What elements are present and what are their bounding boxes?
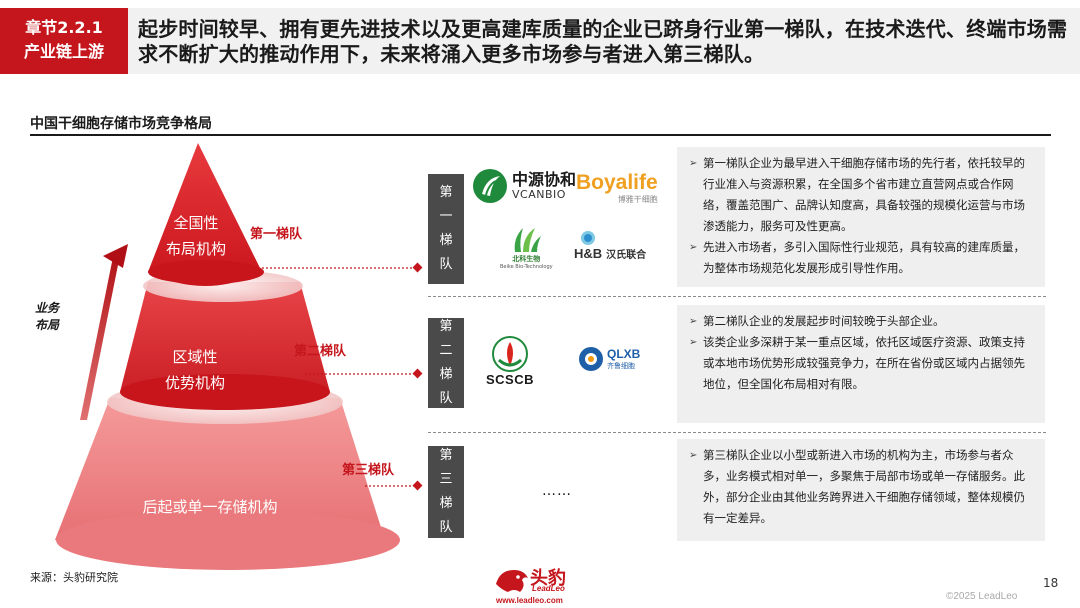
tier2-tag-char: 梯 xyxy=(428,363,464,387)
tier1-bullet-text: 先进入市场者，多引入国际性行业规范，具有较高的建库质量，为整体市场规范化发展形成… xyxy=(703,237,1035,279)
qlxb-name-cn: 齐鲁细胞 xyxy=(607,361,640,371)
qlxb-logo-icon xyxy=(578,346,604,372)
boyalife-name-en: Boyalife xyxy=(576,172,658,194)
vcanbio-logo: 中源协和 VCANBIO xyxy=(472,168,576,204)
tier2-bullet: ➢ 该类企业多深耕于某一重点区域，依托区域医疗资源、政策支持或本地市场优势形成较… xyxy=(689,332,1035,395)
tier1-tag-char: 一 xyxy=(428,205,464,229)
tier1-text: 全国性 布局机构 xyxy=(146,210,246,262)
scscb-logo: SCSCB xyxy=(486,336,534,387)
tier2-description: ➢ 第二梯队企业的发展起步时间较晚于头部企业。 ➢ 该类企业多深耕于某一重点区域… xyxy=(677,305,1045,423)
tier3-bullet-text: 第三梯队企业以小型或新进入市场的机构为主，市场参与者众多，业务模式相对单一，多聚… xyxy=(703,445,1035,529)
axis-label: 业务 布局 xyxy=(35,300,59,334)
tier3-tag-char: 队 xyxy=(428,516,464,540)
tier2-text-line2: 优势机构 xyxy=(145,370,245,396)
boyalife-name-cn: 博雅干细胞 xyxy=(618,194,658,205)
qlxb-name-en: QLXB xyxy=(607,347,640,361)
page-number: 18 xyxy=(1043,576,1058,590)
tier1-description: ➢ 第一梯队企业为最早进入干细胞存储市场的先行者，依托较早的行业准入与资源积累，… xyxy=(677,147,1045,287)
hb-name-cn: 汉氏联合 xyxy=(606,246,646,261)
tier3-tag-char: 第 xyxy=(428,444,464,468)
tier2-leader-dot xyxy=(413,369,423,379)
tier3-tag-char: 梯 xyxy=(428,492,464,516)
tier2-bullet-text: 该类企业多深耕于某一重点区域，依托区域医疗资源、政策支持或本地市场优势形成较强竞… xyxy=(703,332,1035,395)
vcanbio-name-cn: 中源协和 xyxy=(512,172,576,188)
scscb-logo-icon xyxy=(492,336,528,372)
tier2-bullet: ➢ 第二梯队企业的发展起步时间较晚于头部企业。 xyxy=(689,311,1035,332)
hb-logo-icon xyxy=(578,230,598,246)
beike-name-en: Beike Bio-Technology xyxy=(500,264,553,270)
vcanbio-name-en: VCANBIO xyxy=(512,188,576,201)
tier1-bullet: ➢ 先进入市场者，多引入国际性行业规范，具有较高的建库质量，为整体市场规范化发展… xyxy=(689,237,1035,279)
tier2-text: 区域性 优势机构 xyxy=(145,344,245,396)
tier3-tag-char: 三 xyxy=(428,468,464,492)
separator-2 xyxy=(428,432,1046,433)
more-companies-ellipsis: …… xyxy=(542,483,572,499)
qlxb-logo: QLXB 齐鲁细胞 xyxy=(578,346,640,372)
tier1-text-line2: 布局机构 xyxy=(146,236,246,262)
tier1-tag: 第 一 梯 队 xyxy=(428,174,464,284)
vcanbio-logo-icon xyxy=(472,168,508,204)
tier3-leader-dot xyxy=(413,481,423,491)
beike-logo-icon xyxy=(509,224,543,254)
beike-name-cn: 北科生物 xyxy=(512,254,540,264)
source-note: 来源：头豹研究院 xyxy=(30,569,118,585)
bullet-arrow-icon: ➢ xyxy=(689,332,703,395)
tier3-bullet: ➢ 第三梯队企业以小型或新进入市场的机构为主，市场参与者众多，业务模式相对单一，… xyxy=(689,445,1035,529)
tier2-label: 第二梯队 xyxy=(294,340,346,359)
axis-label-line2: 布局 xyxy=(35,317,59,334)
tier1-tag-char: 第 xyxy=(428,181,464,205)
brand-name-en: LeadLeo xyxy=(532,584,565,593)
tier2-tag-char: 二 xyxy=(428,339,464,363)
axis-label-line1: 业务 xyxy=(35,300,59,317)
tier1-bullet-text: 第一梯队企业为最早进入干细胞存储市场的先行者，依托较早的行业准入与资源积累，在全… xyxy=(703,153,1035,237)
bullet-arrow-icon: ➢ xyxy=(689,311,703,332)
copyright: ©2025 LeadLeo xyxy=(946,591,1017,602)
leopard-icon xyxy=(494,564,530,596)
tier3-description: ➢ 第三梯队企业以小型或新进入市场的机构为主，市场参与者众多，业务模式相对单一，… xyxy=(677,439,1045,541)
tier2-bullet-text: 第二梯队企业的发展起步时间较晚于头部企业。 xyxy=(703,311,945,332)
brand-url[interactable]: www.leadleo.com xyxy=(496,596,563,605)
scscb-name: SCSCB xyxy=(486,372,534,387)
tier3-tag: 第 三 梯 队 xyxy=(428,446,464,538)
bullet-arrow-icon: ➢ xyxy=(689,153,703,237)
tier1-tag-char: 队 xyxy=(428,253,464,277)
tier1-leader-dot xyxy=(413,263,423,273)
beike-logo: 北科生物 Beike Bio-Technology xyxy=(500,224,553,270)
hb-name-en: H&B xyxy=(574,246,602,261)
tier2-tag-char: 第 xyxy=(428,315,464,339)
tier1-label: 第一梯队 xyxy=(250,223,302,242)
separator-1 xyxy=(428,296,1046,297)
leadleo-logo: 头豹 LeadLeo www.leadleo.com xyxy=(494,562,590,606)
tier2-text-line1: 区域性 xyxy=(145,344,245,370)
bullet-arrow-icon: ➢ xyxy=(689,237,703,279)
tier3-text: 后起或单一存储机构 xyxy=(110,494,310,520)
bullet-arrow-icon: ➢ xyxy=(689,445,703,529)
tier1-tag-char: 梯 xyxy=(428,229,464,253)
tier1-text-line1: 全国性 xyxy=(146,210,246,236)
tier3-label: 第三梯队 xyxy=(342,459,394,478)
tier3-text-line1: 后起或单一存储机构 xyxy=(110,494,310,520)
tier1-bullet: ➢ 第一梯队企业为最早进入干细胞存储市场的先行者，依托较早的行业准入与资源积累，… xyxy=(689,153,1035,237)
hb-logo: H&B 汉氏联合 xyxy=(574,230,646,261)
tier2-tag-char: 队 xyxy=(428,387,464,411)
tier2-tag: 第 二 梯 队 xyxy=(428,318,464,408)
boyalife-logo: Boyalife 博雅干细胞 xyxy=(576,172,658,205)
